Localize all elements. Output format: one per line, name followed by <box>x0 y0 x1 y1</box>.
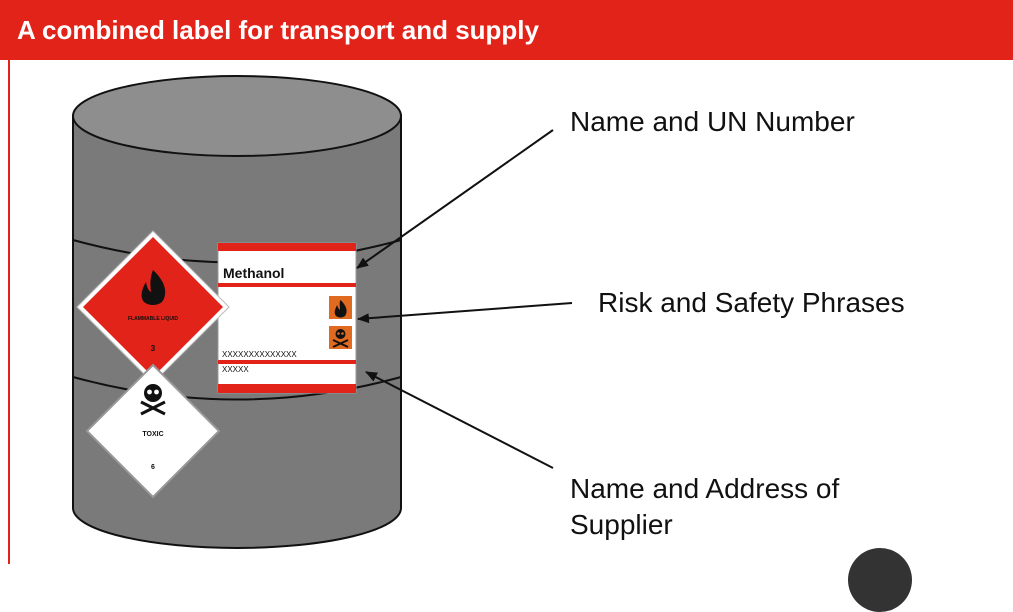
flame-icon <box>141 270 166 305</box>
skull-crossbones-icon <box>140 384 166 416</box>
callout-supplier-line2: Supplier <box>570 509 673 540</box>
flame-icon <box>329 296 352 319</box>
callout-name-un-number: Name and UN Number <box>570 106 855 137</box>
header-bar: A combined label for transport and suppl… <box>0 0 1013 60</box>
toxic-diamond-text: TOXIC <box>142 431 163 438</box>
arrow-name-un <box>356 129 554 269</box>
drum-lid <box>72 75 402 157</box>
label-address-placeholder: XXXXX <box>222 365 249 374</box>
callout-supplier-line1: Name and Address of <box>570 473 840 504</box>
skull-crossbones-icon <box>329 326 352 349</box>
corner-circle-decoration <box>848 548 912 612</box>
supply-label: Methanol XXXXXXXXXXXXXX XXXXX <box>217 242 357 394</box>
flammable-diamond-class: 3 <box>151 344 156 353</box>
toxic-diamond: TOXIC 6 <box>85 363 221 499</box>
label-product-name: Methanol <box>223 265 284 281</box>
drum-diagram: Methanol XXXXXXXXXXXXXX XXXXX FLAMMABLE … <box>72 75 573 549</box>
arrow-risk-safety <box>357 302 573 324</box>
drum-hoop-lower <box>72 376 402 401</box>
label-supplier-placeholder: XXXXXXXXXXXXXX <box>222 350 297 359</box>
page-title: A combined label for transport and suppl… <box>17 14 539 45</box>
flammable-diamond-text: FLAMMABLE LIQUID <box>128 316 178 322</box>
arrow-supplier <box>365 371 554 469</box>
frame-left-border <box>8 60 10 564</box>
callout-supplier: Name and Address of Supplier <box>570 471 839 543</box>
toxic-diamond-class: 6 <box>151 464 155 471</box>
flammable-liquid-diamond: FLAMMABLE LIQUID 3 <box>76 230 230 384</box>
callout-risk-safety-phrases: Risk and Safety Phrases <box>598 287 905 318</box>
